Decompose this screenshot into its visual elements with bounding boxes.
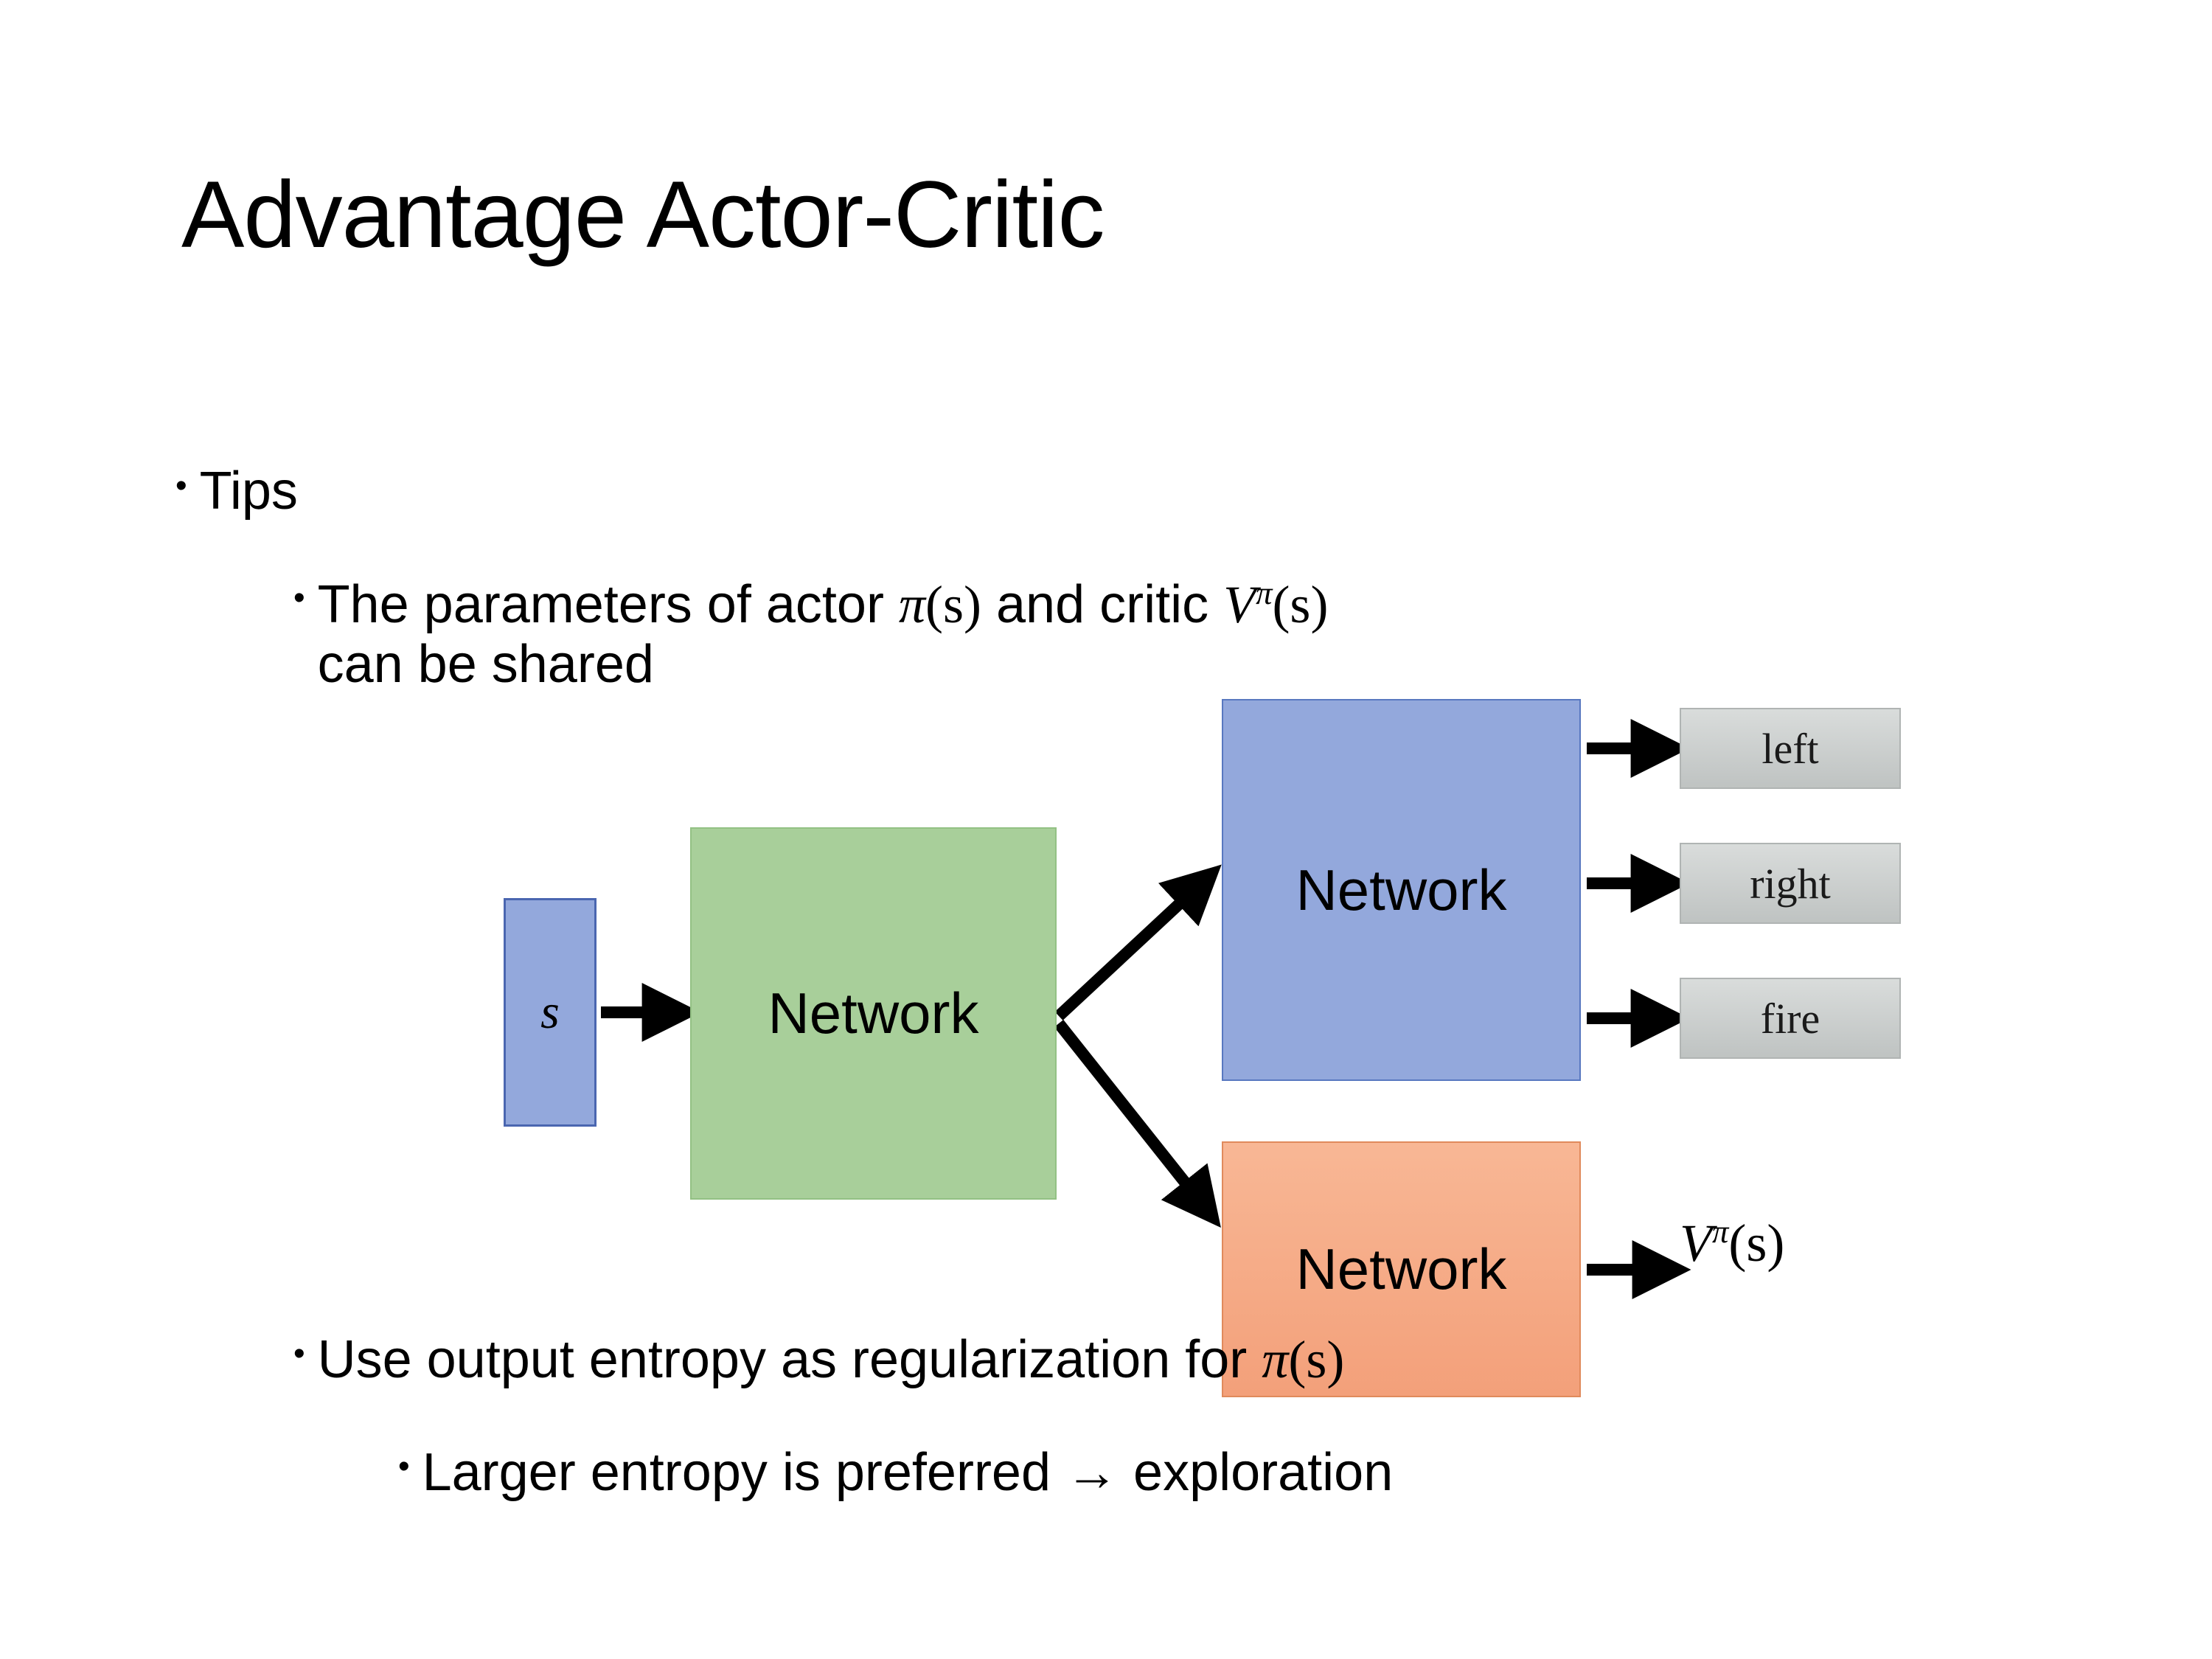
bullet-marker-icon: • [293, 580, 305, 616]
bullet-larger-entropy: • Larger entropy is preferred → explorat… [398, 1443, 2094, 1502]
critic-network-label: Network [1295, 1237, 1507, 1301]
value-v-superscript: π [1711, 1213, 1729, 1250]
critic-v-superscript: π [1256, 574, 1273, 611]
actor-network-box: Network [1222, 699, 1581, 1081]
params-line2: can be shared [317, 634, 654, 694]
bullet-shared-parameters: • The parameters of actor π(s) and criti… [293, 575, 2026, 694]
entropy-pi-symbol: π [1262, 1330, 1289, 1389]
bullet-entropy-regularization: • Use output entropy as regularization f… [293, 1330, 2063, 1389]
critic-v-arg: (s) [1272, 575, 1329, 634]
page-title: Advantage Actor-Critic [181, 162, 1105, 268]
actor-network-label: Network [1295, 857, 1507, 922]
action-label-left: left [1761, 724, 1819, 773]
action-box-fire: fire [1680, 978, 1901, 1059]
bullet-marker-icon: • [398, 1448, 410, 1485]
bullet-larger-entropy-label: Larger entropy is preferred → exploratio… [422, 1443, 1394, 1502]
entropy-pi-arg: (s) [1288, 1330, 1345, 1389]
bullet-shared-parameters-text: The parameters of actor π(s) and critic … [318, 575, 2026, 694]
action-label-right: right [1750, 859, 1831, 908]
action-box-left: left [1680, 708, 1901, 789]
state-input-box: s [504, 898, 597, 1127]
actor-pi-arg: (s) [925, 575, 981, 634]
shared-network-label: Network [768, 981, 979, 1046]
state-input-label: s [540, 985, 560, 1039]
bullet-marker-icon: • [175, 467, 187, 504]
bullet-tips: • Tips [175, 462, 298, 521]
value-v-argument: (s) [1728, 1214, 1785, 1273]
action-box-right: right [1680, 843, 1901, 924]
params-mid: and critic [981, 575, 1224, 634]
bullet-marker-icon: • [293, 1335, 305, 1372]
value-v-symbol: V [1680, 1214, 1712, 1273]
bullet-entropy-text: Use output entropy as regularization for… [317, 1330, 2063, 1389]
params-prefix: The parameters of actor [317, 575, 899, 634]
arrow-shared-to-actor [1054, 864, 1222, 1020]
actor-pi-symbol: π [898, 575, 925, 634]
critic-v-symbol: V [1223, 575, 1256, 634]
bullet-tips-label: Tips [199, 462, 298, 521]
arrow-shared-to-critic [1054, 1020, 1221, 1228]
shared-network-box: Network [690, 827, 1057, 1200]
action-label-fire: fire [1760, 994, 1820, 1043]
value-function-output-label: Vπ(s) [1680, 1213, 1784, 1274]
entropy-prefix: Use output entropy as regularization for [317, 1330, 1262, 1389]
